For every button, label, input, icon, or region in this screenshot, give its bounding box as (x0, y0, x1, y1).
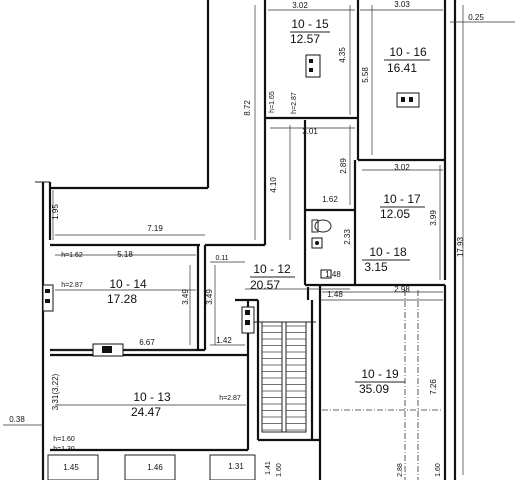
room-area-13: 24.47 (131, 405, 161, 419)
dim-label: 2.98 (394, 285, 410, 294)
room-id-13: 10 - 13 (133, 390, 171, 404)
walls (35, 0, 457, 480)
room-area-18: 3.15 (364, 260, 388, 274)
dim-label: 1.45 (63, 463, 79, 472)
socket-icon (396, 92, 420, 108)
dim-label: 1.62 (322, 195, 338, 204)
dim-label: 1.41 (265, 461, 272, 475)
dim-label: 8.72 (243, 100, 252, 116)
dim-label: 1.48 (325, 270, 341, 279)
dimension-lines (3, 5, 515, 475)
dim-label: 7.19 (147, 224, 163, 233)
room-area-16: 16.41 (387, 61, 417, 75)
socket-icon (42, 284, 54, 312)
dim-label: 3.31(3.22) (51, 373, 60, 410)
dim-label: 1.60 (276, 463, 283, 477)
dim-label: 3.02 (292, 1, 308, 10)
dim-label: 3.02 (394, 163, 410, 172)
dim-label: 1.42 (216, 336, 232, 345)
dim-label: h=2.87 (291, 92, 298, 114)
bottom-rooms (47, 454, 256, 480)
room-id-17: 10 - 17 (383, 192, 421, 206)
dim-label: 1.31 (228, 462, 244, 471)
dim-label: 1.60 (435, 463, 442, 477)
dim-label: 1.46 (147, 463, 163, 472)
room-id-15: 10 - 15 (291, 17, 329, 31)
room-labels: 10 - 15 12.57 10 - 16 16.41 10 - 17 12.0… (107, 17, 430, 419)
dim-label: 2.88 (397, 463, 404, 477)
dim-label: 17.93 (456, 236, 465, 257)
dim-label: h=2.87 (219, 395, 241, 402)
room-id-16: 10 - 16 (389, 45, 427, 59)
dim-label: 1.95 (51, 204, 60, 220)
room-area-14: 17.28 (107, 292, 137, 306)
room-id-18: 10 - 18 (369, 245, 407, 259)
dim-label: h=2.87 (61, 282, 83, 289)
room-area-12: 20.57 (250, 278, 280, 292)
dim-label: h=1.60 (53, 436, 75, 443)
dim-label: 2.89 (339, 158, 348, 174)
socket-icon (305, 54, 321, 78)
dim-label: 3.49 (205, 289, 214, 305)
dim-label: 7.26 (429, 379, 438, 395)
room-id-12: 10 - 12 (253, 262, 291, 276)
dim-label: h=1.65 (269, 91, 276, 113)
fixtures (42, 54, 420, 357)
dim-label: 2.33 (343, 229, 352, 245)
room-area-15: 12.57 (290, 32, 320, 46)
vent-icon (320, 269, 332, 279)
dim-label: 1.48 (327, 290, 343, 299)
room-id-14: 10 - 14 (109, 277, 147, 291)
dim-label: h=1.30 (53, 446, 75, 453)
dim-label: 6.67 (139, 338, 155, 347)
dim-label: 4.10 (269, 177, 278, 193)
room-area-17: 12.05 (380, 207, 410, 221)
dim-label: 5.58 (361, 67, 370, 83)
dimension-labels: 3.02 3.03 0.25 4.35 5.58 8.72 h=1.65 h=2… (9, 0, 484, 477)
dim-label: 4.35 (338, 47, 347, 63)
dim-label: h=1.62 (61, 252, 83, 259)
dim-label: 3.03 (394, 0, 410, 9)
room-area-19: 35.09 (359, 382, 389, 396)
room-id-19: 10 - 19 (361, 367, 399, 381)
dim-label: 0.25 (468, 13, 484, 22)
dim-label: 3.01 (302, 127, 318, 136)
staircase (248, 321, 316, 433)
dim-label: 3.99 (429, 210, 438, 226)
dim-label: 0.38 (9, 415, 25, 424)
dim-label: 3.49 (181, 289, 190, 305)
dim-label: 0.11 (215, 255, 228, 262)
dim-label: 5.18 (117, 250, 133, 259)
toilet-icon (314, 219, 332, 233)
